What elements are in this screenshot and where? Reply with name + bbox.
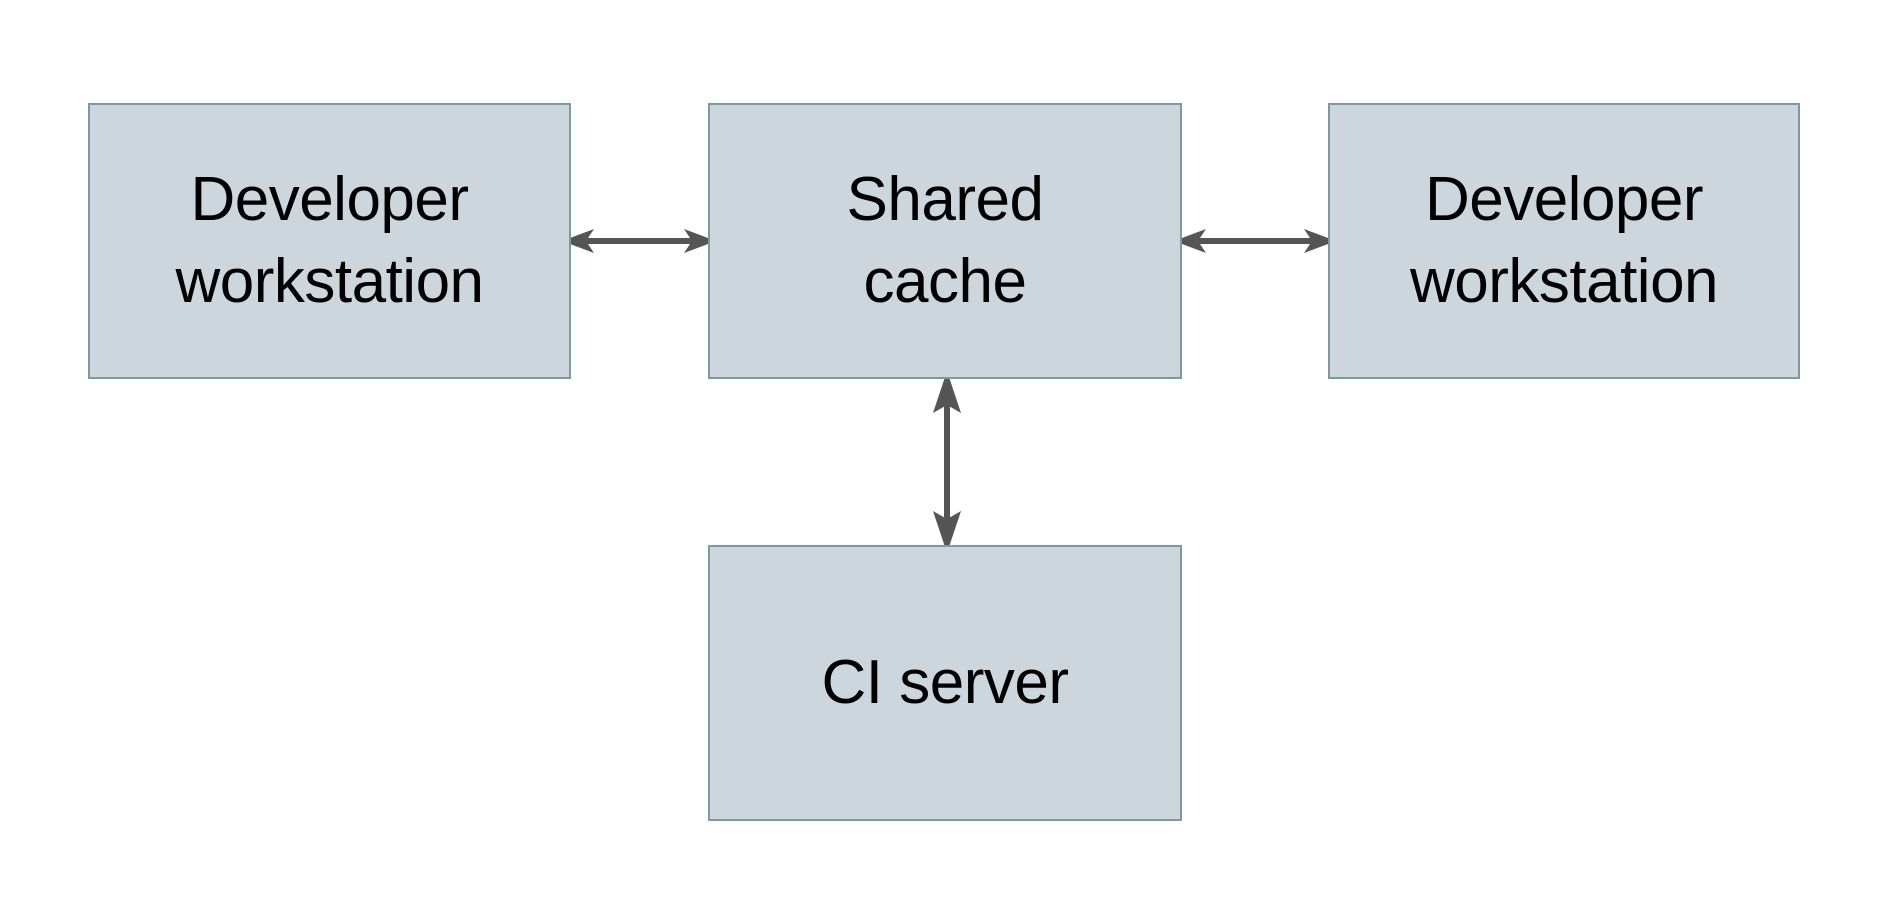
arrowhead-right-icon xyxy=(1304,229,1336,253)
node-ci-server[interactable]: CI server xyxy=(708,545,1182,821)
node-label-developer-workstation-right: Developer workstation xyxy=(1409,165,1719,316)
node-label-ci-server: CI server xyxy=(821,648,1069,718)
node-label-developer-workstation-left: Developer workstation xyxy=(175,165,484,316)
node-developer-workstation-left[interactable]: Developer workstation xyxy=(88,103,571,379)
arrowhead-right-icon xyxy=(684,229,716,253)
node-developer-workstation-right[interactable]: Developer workstation xyxy=(1328,103,1800,379)
connector-left-workstation-to-shared-cache xyxy=(562,229,716,253)
arrowhead-up-icon xyxy=(933,371,961,413)
connector-shared-cache-to-ci-server xyxy=(933,371,961,553)
arrowhead-left-icon xyxy=(562,229,594,253)
connector-shared-cache-to-right-workstation xyxy=(1174,229,1336,253)
node-shared-cache[interactable]: Shared cache xyxy=(708,103,1182,379)
arrowhead-down-icon xyxy=(933,511,961,553)
node-label-shared-cache: Shared cache xyxy=(846,165,1044,316)
arrowhead-left-icon xyxy=(1174,229,1206,253)
